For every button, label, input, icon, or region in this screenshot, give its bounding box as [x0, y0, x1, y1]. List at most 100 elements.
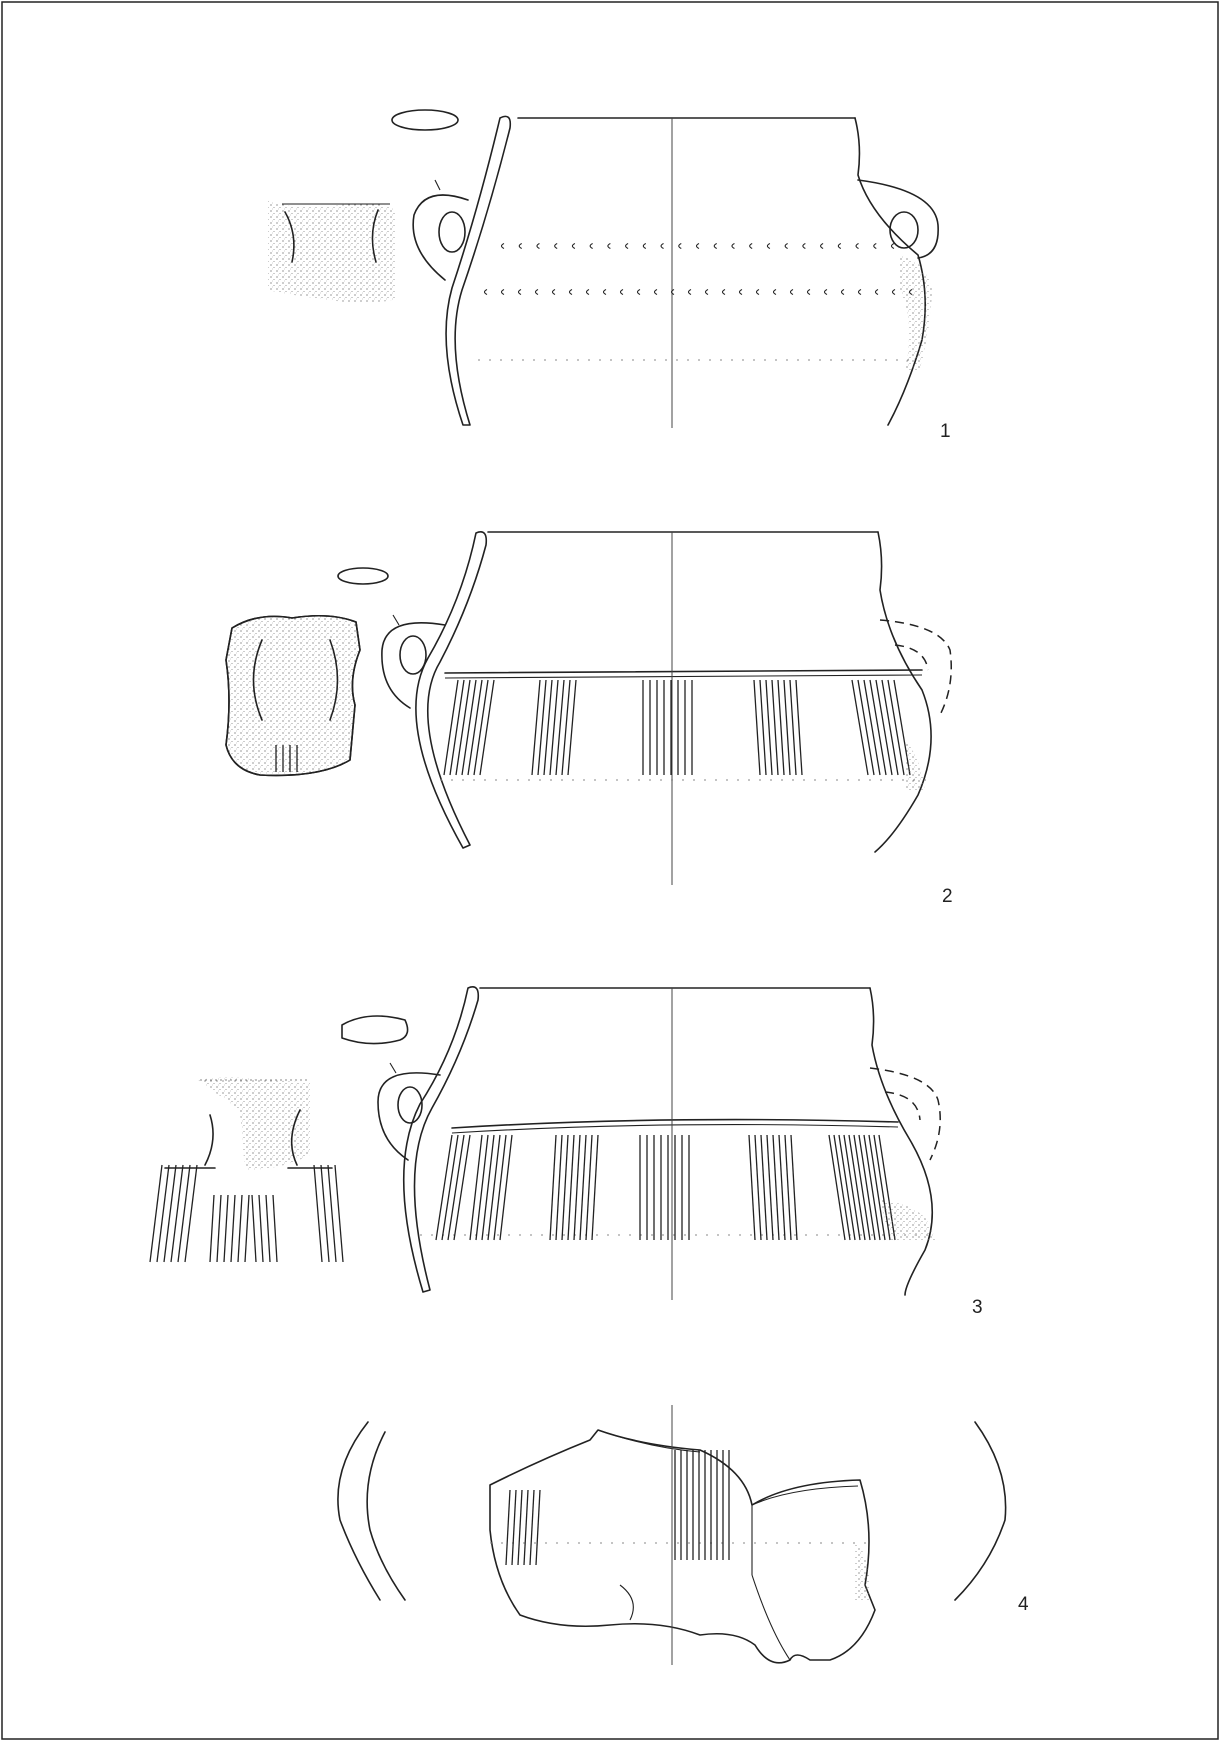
incised-line [585, 1134, 593, 1241]
incised-line [887, 679, 905, 776]
incised-line [579, 1134, 587, 1241]
incised-line [443, 679, 459, 776]
impressed-dot [642, 243, 647, 249]
fragment-4-right-profile [954, 1421, 1007, 1601]
impressed-dot [554, 243, 558, 249]
impressed-dot [602, 289, 607, 295]
impressed-dot [625, 243, 629, 249]
incised-line [858, 1134, 876, 1241]
impressed-dot [636, 289, 641, 295]
figure-number-3: 3 [972, 1297, 983, 1318]
incised-line [555, 679, 565, 776]
incised-line [209, 1194, 215, 1263]
incised-line [857, 679, 875, 776]
incised-line [499, 1134, 513, 1241]
impressed-dot [755, 289, 760, 295]
impressed-dot [619, 289, 624, 295]
impressed-dot [518, 243, 522, 249]
impressed-dot [802, 243, 806, 249]
incised-line [759, 679, 767, 776]
impressed-dot [789, 289, 794, 295]
figure-number-4: 4 [1018, 1594, 1029, 1615]
impressed-dot [589, 243, 593, 249]
incised-line [851, 679, 869, 776]
incised-line [561, 1134, 569, 1241]
incised-line [453, 1134, 471, 1241]
incised-line [493, 1134, 507, 1241]
impressed-dot [908, 289, 913, 295]
vessel-2-handle-section [337, 567, 389, 585]
impressed-dot [704, 289, 709, 295]
vessel-1-dot-row-lower [483, 289, 913, 295]
incised-line [487, 1134, 501, 1241]
incised-line [320, 1164, 330, 1263]
impressed-dot [670, 289, 675, 295]
vessel-3-handle-section [341, 1015, 409, 1045]
incised-line [561, 679, 571, 776]
vessel-3-view [420, 987, 941, 1300]
vessel-1-handle-view [268, 200, 395, 303]
impressed-dot [749, 243, 753, 249]
incised-line [771, 679, 779, 776]
incised-line [163, 1164, 177, 1263]
impressed-dot [678, 243, 682, 249]
vessel-2: 2 [225, 531, 953, 907]
impressed-dot [823, 289, 828, 295]
impressed-dot [738, 289, 743, 295]
incised-line [531, 679, 541, 776]
incised-line [529, 1489, 535, 1566]
vessel-3: 3 [149, 986, 983, 1318]
impressed-dot [517, 289, 522, 295]
incised-line [881, 679, 899, 776]
figure-number-1: 1 [940, 421, 951, 442]
incised-line [156, 1164, 170, 1263]
incised-line [447, 1134, 465, 1241]
incised-line [766, 1134, 774, 1241]
incised-line [772, 1134, 780, 1241]
incised-line [258, 1194, 264, 1263]
impressed-dot [874, 289, 879, 295]
incised-line [875, 679, 893, 776]
incised-line [765, 679, 773, 776]
vessel-3-incised-groups [435, 1134, 896, 1241]
incised-line [479, 679, 495, 776]
impressed-dot [500, 243, 505, 249]
incised-line [863, 679, 881, 776]
incised-line [177, 1164, 191, 1263]
vessel-1-dot-row-upper [500, 243, 895, 249]
incised-line [567, 1134, 575, 1241]
incised-line [760, 1134, 768, 1241]
vessel-2-view [440, 531, 952, 885]
incised-line [549, 679, 559, 776]
fragment-4-sherd [489, 1429, 876, 1664]
impressed-dot [857, 289, 862, 295]
impressed-dot [607, 243, 611, 249]
incised-line [748, 1134, 756, 1241]
incised-line [272, 1194, 278, 1263]
incised-line [573, 1134, 581, 1241]
incised-line [869, 679, 887, 776]
impressed-dot [873, 243, 877, 249]
incised-line [753, 679, 761, 776]
incised-line [790, 1134, 798, 1241]
incised-line [327, 1164, 337, 1263]
incised-line [251, 1194, 257, 1263]
fragment-4: 4 [337, 1405, 1029, 1665]
incised-line [777, 679, 785, 776]
impressed-dot [721, 289, 726, 295]
incised-line [754, 1134, 762, 1241]
vessel-3-handle-hatching [149, 1164, 344, 1263]
incised-line [149, 1164, 163, 1263]
incised-line [449, 679, 465, 776]
vessel-1-view [478, 117, 939, 428]
incised-line [549, 1134, 557, 1241]
incised-line [838, 1134, 856, 1241]
incised-line [555, 1134, 563, 1241]
incised-line [469, 1134, 483, 1241]
incised-line [435, 1134, 453, 1241]
impressed-dot [806, 289, 811, 295]
incised-line [537, 679, 547, 776]
incised-line [237, 1194, 243, 1263]
vessel-3-handle-view [149, 1077, 344, 1263]
